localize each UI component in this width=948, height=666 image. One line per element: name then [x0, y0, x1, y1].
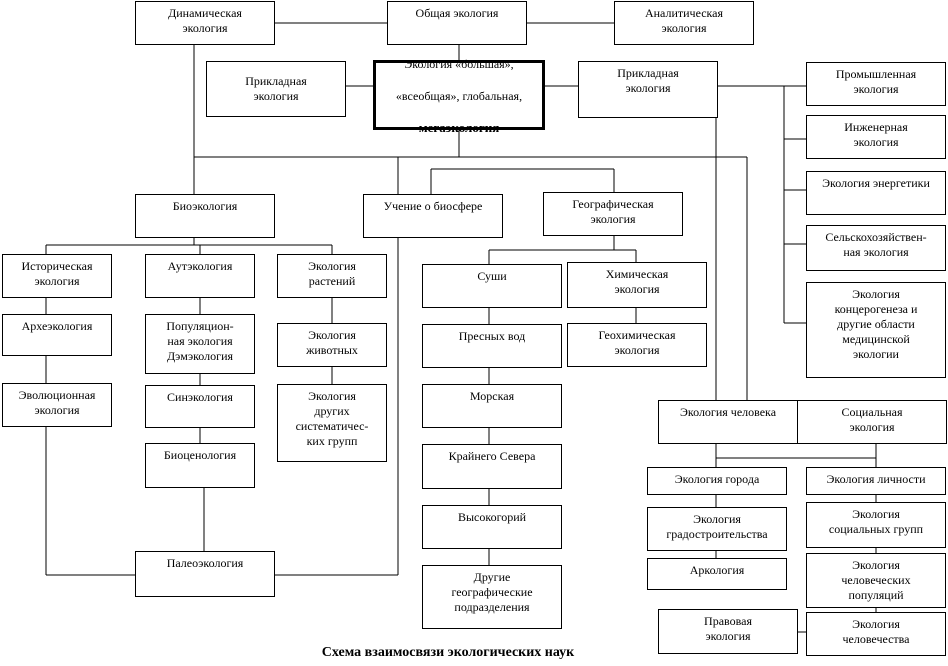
animal-ecology-box: Экология животных: [277, 323, 387, 367]
biocenology-box: Биоценология: [145, 443, 255, 488]
other-geographic-box: Другие географические подразделения: [422, 565, 562, 629]
general-ecology-box: Общая экология: [387, 1, 527, 45]
historical-ecology-box: Историческая экология: [2, 254, 112, 298]
megaecology-box: Экология «большая», «всеобщая», глобальн…: [373, 57, 545, 135]
paleoecology-box: Палеоэкология: [135, 551, 275, 597]
human-ecology-box: Экология человека: [658, 400, 798, 444]
autecology-box: Аутэкология: [145, 254, 255, 298]
evolutionary-ecology-box: Эволюционная экология: [2, 383, 112, 427]
archaeoecology-box: Археэкология: [2, 314, 112, 356]
energy-ecology-box: Экология энергетики: [806, 171, 946, 215]
diagram-caption: Схема взаимосвязи экологических наук: [321, 645, 575, 660]
arcology-box: Аркология: [647, 558, 787, 590]
applied-ecology-right-box: Прикладная экология: [578, 61, 718, 118]
social-ecology-box: Социальная экология: [797, 400, 947, 444]
concerogenesis-ecology-box: Экология концерогенеза и другие области …: [806, 282, 946, 378]
personality-ecology-box: Экология личности: [806, 467, 946, 495]
agricultural-ecology-box: Сельскохозяйствен- ная экология: [806, 225, 946, 271]
engineering-ecology-box: Инженерная экология: [806, 115, 946, 159]
social-groups-ecology-box: Экология социальных групп: [806, 502, 946, 548]
megaecology-line-3: мегаэкология: [418, 120, 500, 135]
megaecology-line-2: «всеобщая», глобальная,: [395, 89, 523, 103]
human-populations-ecology-box: Экология человеческих популяций: [806, 553, 946, 608]
bioecology-box: Биоэкология: [135, 194, 275, 238]
megaecology-line-1: Экология «большая»,: [404, 57, 514, 71]
humanity-ecology-box: Экология человечества: [806, 612, 946, 656]
industrial-ecology-box: Промышленная экология: [806, 62, 946, 106]
other-groups-ecology-box: Экология других систематичес- ких групп: [277, 384, 387, 462]
legal-ecology-box: Правовая экология: [658, 609, 798, 654]
biosphere-doctrine-box: Учение о биосфере: [363, 194, 503, 238]
population-ecology-box: Популяцион- ная экология Дэмэкология: [145, 314, 255, 374]
geographic-ecology-box: Географическая экология: [543, 192, 683, 236]
synecology-box: Синэкология: [145, 385, 255, 428]
geochemical-ecology-box: Геохимическая экология: [567, 323, 707, 367]
freshwater-ecology-box: Пресных вод: [422, 324, 562, 368]
marine-ecology-box: Морская: [422, 384, 562, 428]
far-north-ecology-box: Крайнего Севера: [422, 444, 562, 489]
applied-ecology-left-box: Прикладная экология: [206, 61, 346, 117]
chemical-ecology-box: Химическая экология: [567, 262, 707, 308]
analytic-ecology-box: Аналитическая экология: [614, 1, 754, 45]
dynamic-ecology-box: Динамическая экология: [135, 1, 275, 45]
land-ecology-box: Суши: [422, 264, 562, 308]
urban-planning-ecology-box: Экология градостроительства: [647, 507, 787, 551]
highlands-ecology-box: Высокогорий: [422, 505, 562, 549]
city-ecology-box: Экология города: [647, 467, 787, 495]
plant-ecology-box: Экология растений: [277, 254, 387, 298]
